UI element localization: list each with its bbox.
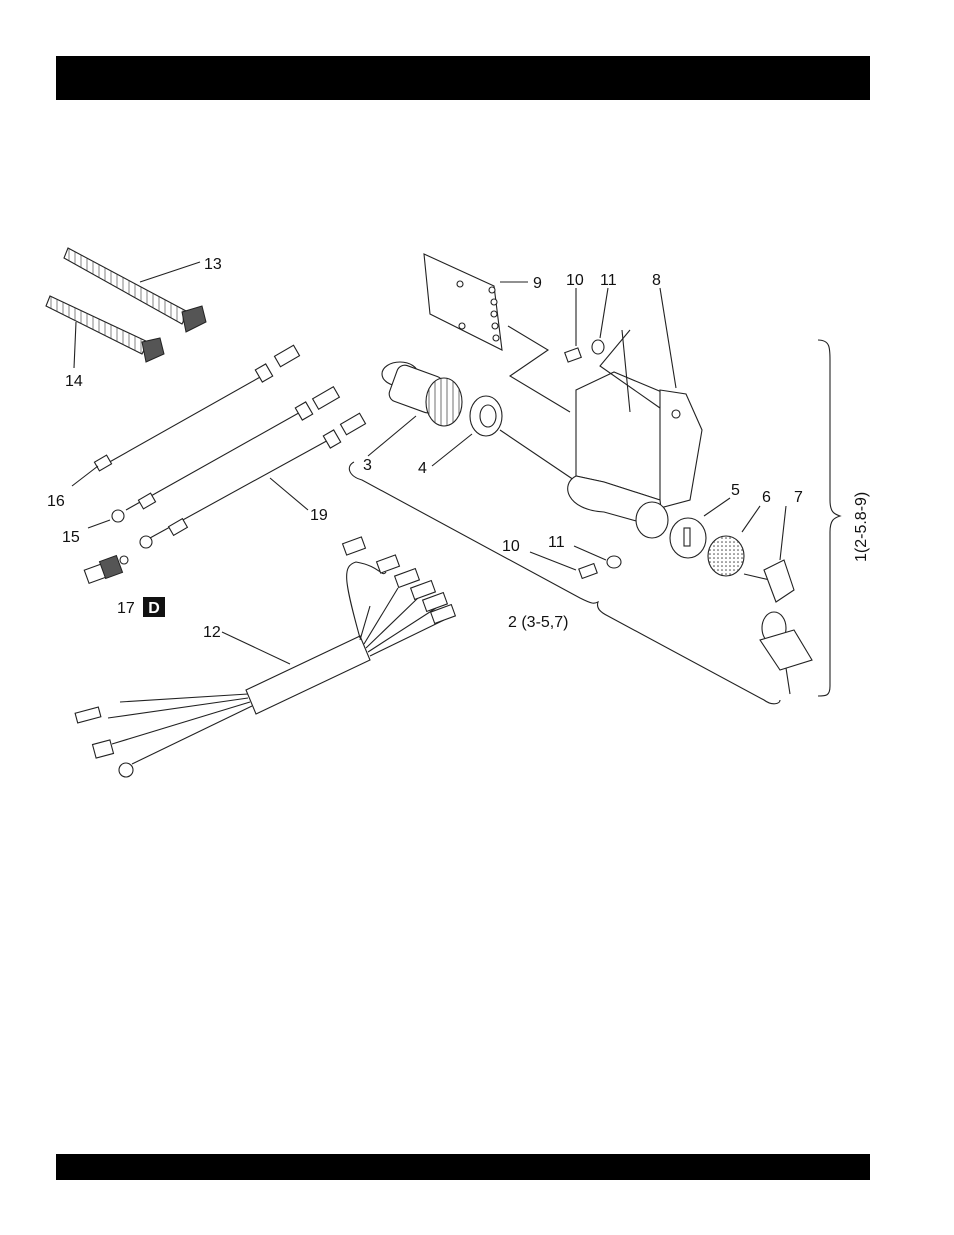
- callout-3: 3: [363, 457, 372, 474]
- callout-5: 5: [731, 482, 740, 499]
- callout-13: 13: [204, 256, 222, 273]
- washer-11-lower: [574, 546, 621, 568]
- callout-8: 8: [652, 272, 661, 289]
- callout-17: 17: [117, 600, 135, 617]
- callout-11-upper: 11: [600, 272, 617, 289]
- callout-2: 2 (3-5,7): [508, 614, 568, 631]
- screw-10-upper: [565, 288, 582, 362]
- wire-15: [88, 387, 339, 528]
- bracket-1: [818, 340, 840, 696]
- badge-letter: D: [148, 600, 160, 617]
- callout-10-upper: 10: [566, 272, 584, 289]
- keys-7: [744, 506, 812, 694]
- washer-11-upper: [592, 288, 608, 354]
- callout-19: 19: [310, 507, 328, 524]
- callout-6: 6: [762, 489, 771, 506]
- callout-15: 15: [62, 529, 80, 546]
- callout-14: 14: [65, 373, 83, 390]
- screw-10-lower: [530, 552, 597, 578]
- callout-4: 4: [418, 460, 427, 477]
- key-switch-3: [368, 362, 462, 456]
- cable-tie-14: [46, 296, 164, 368]
- switch-housing-8: [568, 288, 702, 538]
- callout-10-lower: 10: [502, 538, 520, 555]
- bracket-2: [349, 462, 780, 704]
- cap-6: [708, 506, 760, 576]
- callout-11-lower: 11: [548, 534, 565, 551]
- callout-12: 12: [203, 624, 221, 641]
- callout-1: 1(2-5.8-9): [853, 492, 870, 562]
- callout-9: 9: [533, 275, 542, 292]
- wire-16: [72, 345, 300, 486]
- wire-19: [140, 413, 366, 548]
- callout-7: 7: [794, 489, 803, 506]
- wire-harness-12: [75, 537, 455, 777]
- callout-16: 16: [47, 493, 65, 510]
- indicator-lamp-17: [84, 555, 128, 583]
